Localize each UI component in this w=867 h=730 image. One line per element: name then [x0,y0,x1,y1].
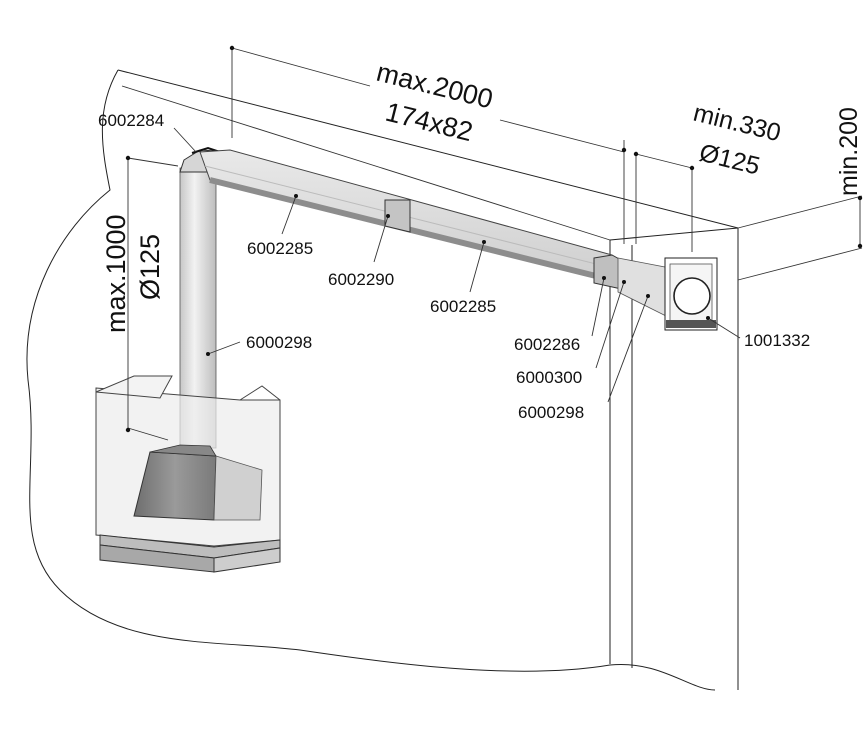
ceiling-edge-inner [121,85,611,241]
label-round-pipe-wall: 6000298 [518,403,584,422]
room-outline [26,69,716,691]
ceiling-edge [117,69,739,229]
wall-top [609,227,739,241]
dim-chimney-height: max.1000 [101,214,131,333]
label-round-pipe-vertical: 6000298 [246,333,312,352]
label-elbow-end: 6002286 [514,335,580,354]
grille-circle [673,277,711,315]
wall-pipe [617,257,671,319]
label-duct-left: 6002285 [247,239,313,258]
label-elbow-top: 6002284 [98,111,164,130]
duct-connector [384,199,411,233]
dim-wall-diameter: Ø125 [697,139,763,181]
label-duct-right: 6002285 [430,297,496,316]
label-connector: 6002290 [328,270,394,289]
label-adapter: 6000300 [516,368,582,387]
dim-chimney-diameter: Ø125 [135,234,165,300]
dim-height-above: min.200 [835,107,863,196]
label-wall-grille: 1001332 [744,331,810,350]
